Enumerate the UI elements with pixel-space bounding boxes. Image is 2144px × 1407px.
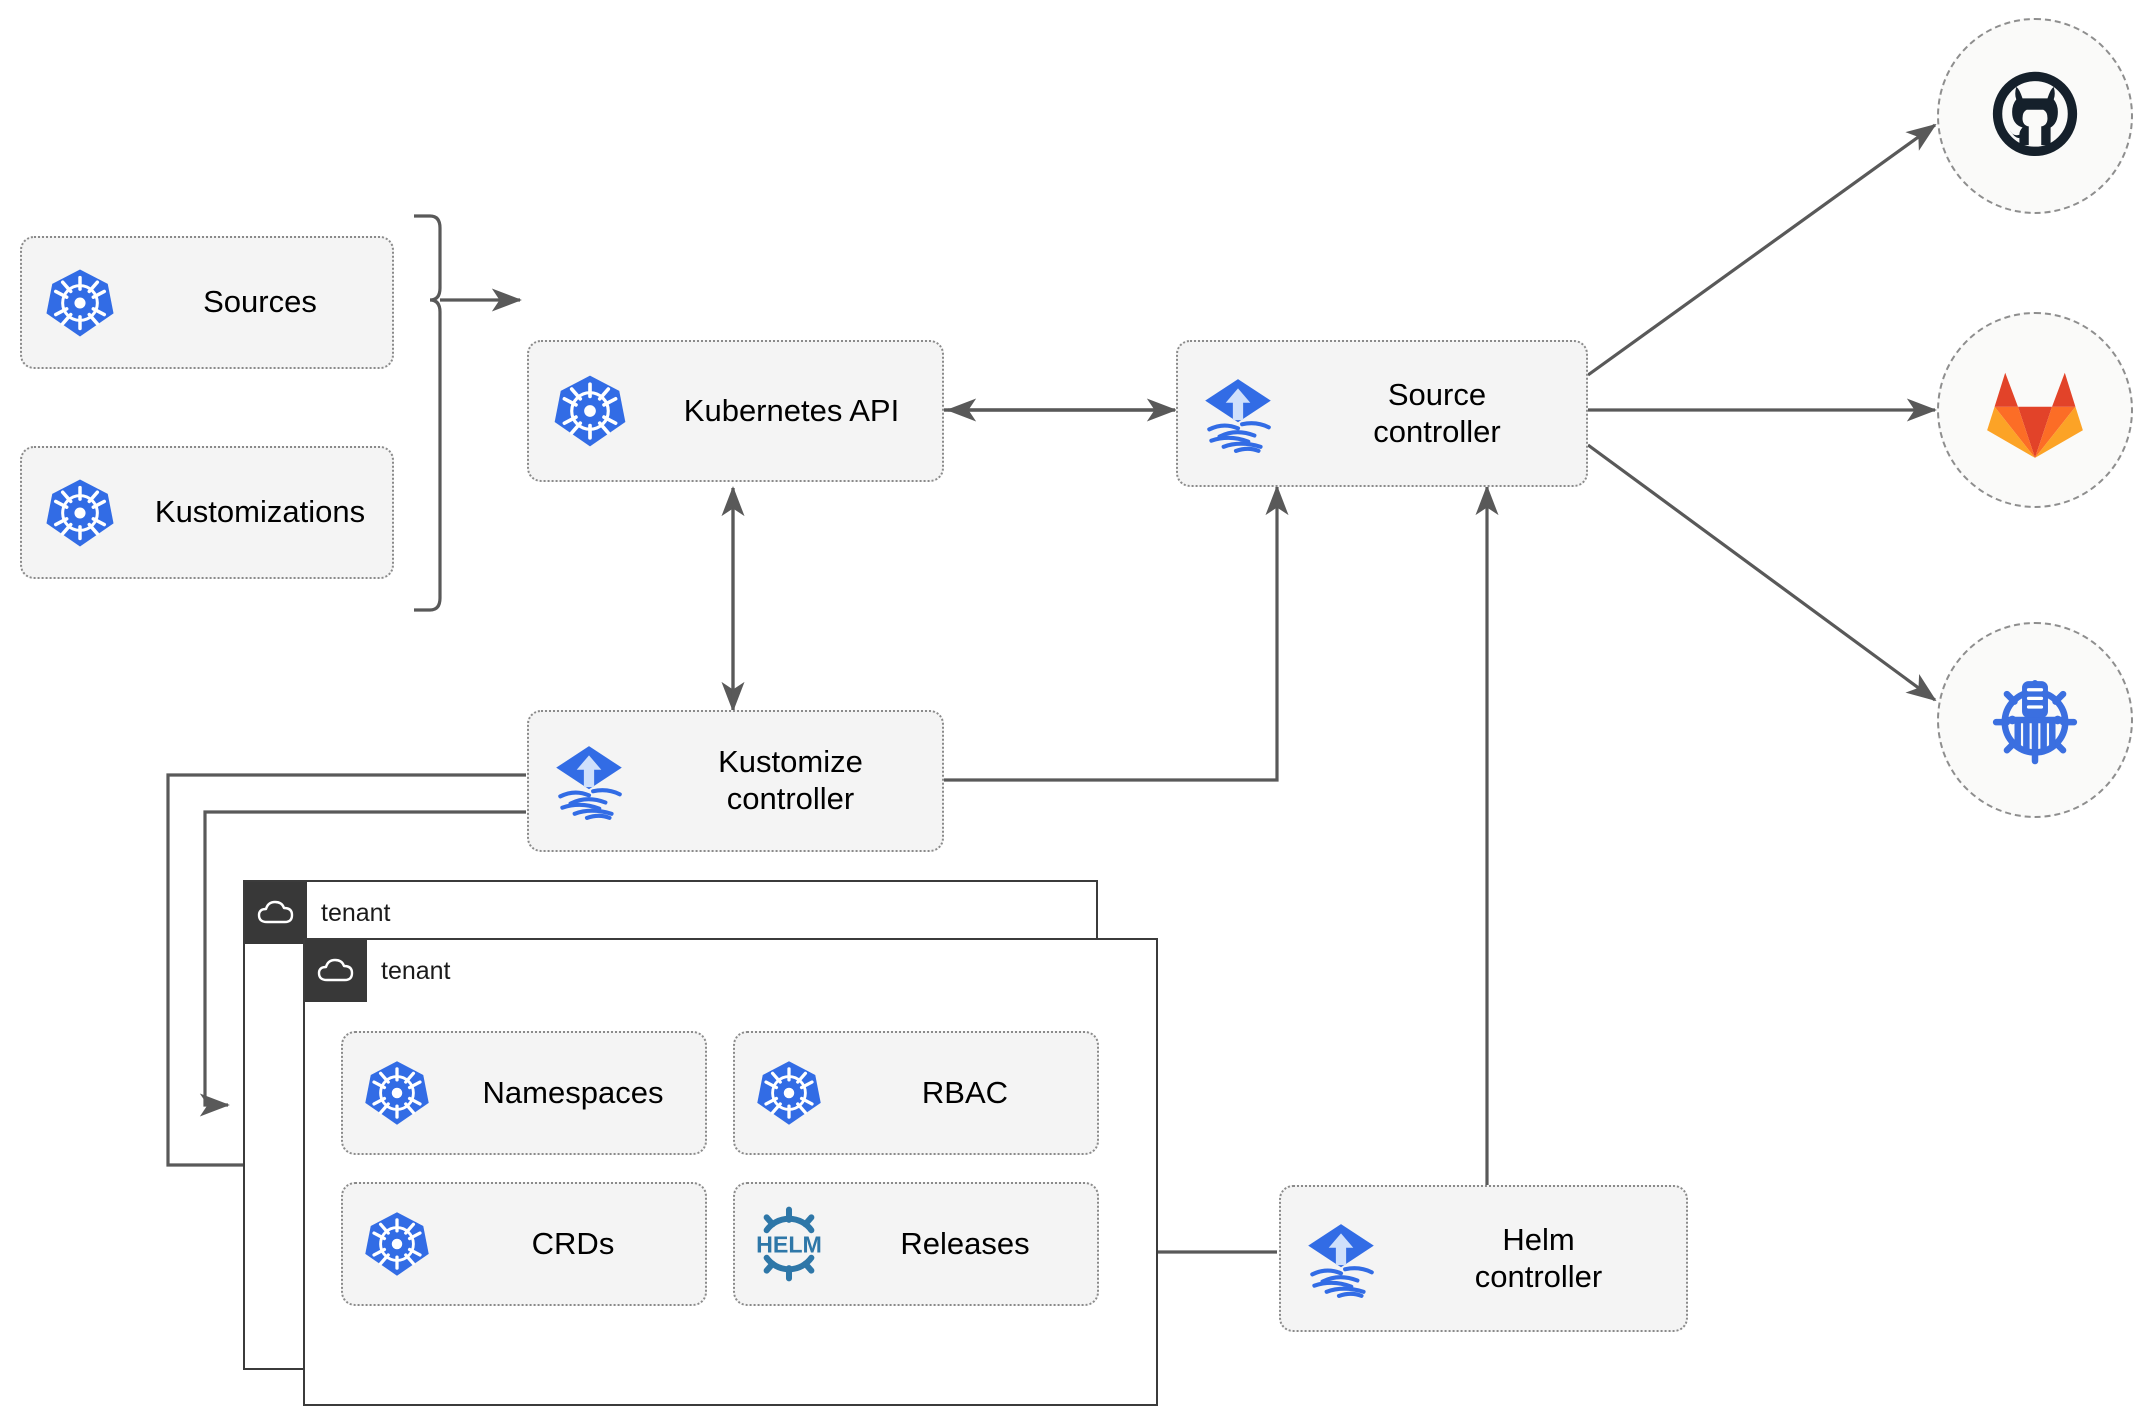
kubernetes-icon <box>22 476 138 550</box>
kubernetes-icon <box>529 372 651 450</box>
node-label: Sources <box>203 284 317 320</box>
edge-kustomize-to-source <box>944 485 1289 782</box>
kubernetes-icon <box>343 1058 451 1128</box>
helm-icon: HELM <box>735 1206 843 1282</box>
node-label: Namespaces <box>482 1074 664 1110</box>
svg-text:HELM: HELM <box>756 1232 822 1258</box>
node-kustomize-controller[interactable]: Kustomize controller <box>527 710 944 852</box>
node-sources[interactable]: Sources <box>20 236 394 369</box>
group-bracket <box>414 214 442 612</box>
node-kustomizations[interactable]: Kustomizations <box>20 446 394 579</box>
node-namespaces[interactable]: Namespaces <box>341 1031 707 1155</box>
gitlab-icon <box>1987 372 2083 458</box>
edge-source-to-helmrepo <box>1587 443 1937 702</box>
kubernetes-icon <box>343 1209 451 1279</box>
node-label: Releases <box>900 1225 1030 1261</box>
node-releases[interactable]: HELM Releases <box>733 1182 1099 1306</box>
flux-icon <box>529 740 649 822</box>
node-source-controller[interactable]: Source controller <box>1176 340 1588 487</box>
node-label: RBAC <box>921 1074 1009 1110</box>
github-icon <box>1992 71 2078 157</box>
node-label: Kubernetes API <box>683 392 900 428</box>
node-helm-controller[interactable]: Helm controller <box>1279 1185 1688 1332</box>
node-crds[interactable]: CRDs <box>341 1182 707 1306</box>
tenant-inner[interactable]: tenant <box>303 938 1158 1406</box>
endpoint-github[interactable] <box>1937 18 2133 214</box>
node-label: Helm controller <box>1474 1221 1603 1294</box>
kubernetes-icon <box>735 1058 843 1128</box>
helm-repository-icon <box>1992 680 2078 765</box>
node-rbac[interactable]: RBAC <box>733 1031 1099 1155</box>
kubernetes-icon <box>22 266 138 340</box>
flux-icon <box>1281 1218 1401 1300</box>
flux-icon <box>1178 373 1298 455</box>
edge-source-to-github <box>1587 123 1937 377</box>
cloud-icon <box>245 882 307 944</box>
tenant-label: tenant <box>381 956 451 985</box>
node-label: CRDs <box>531 1225 615 1261</box>
node-kubernetes-api[interactable]: Kubernetes API <box>527 340 944 482</box>
cloud-icon <box>305 940 367 1002</box>
node-label: Kustomizations <box>154 494 366 530</box>
tenant-label: tenant <box>321 898 391 927</box>
node-label: Source controller <box>1373 376 1501 449</box>
endpoint-gitlab[interactable] <box>1937 312 2133 508</box>
node-label: Kustomize controller <box>718 744 863 816</box>
endpoint-helm-repository[interactable] <box>1937 622 2133 818</box>
